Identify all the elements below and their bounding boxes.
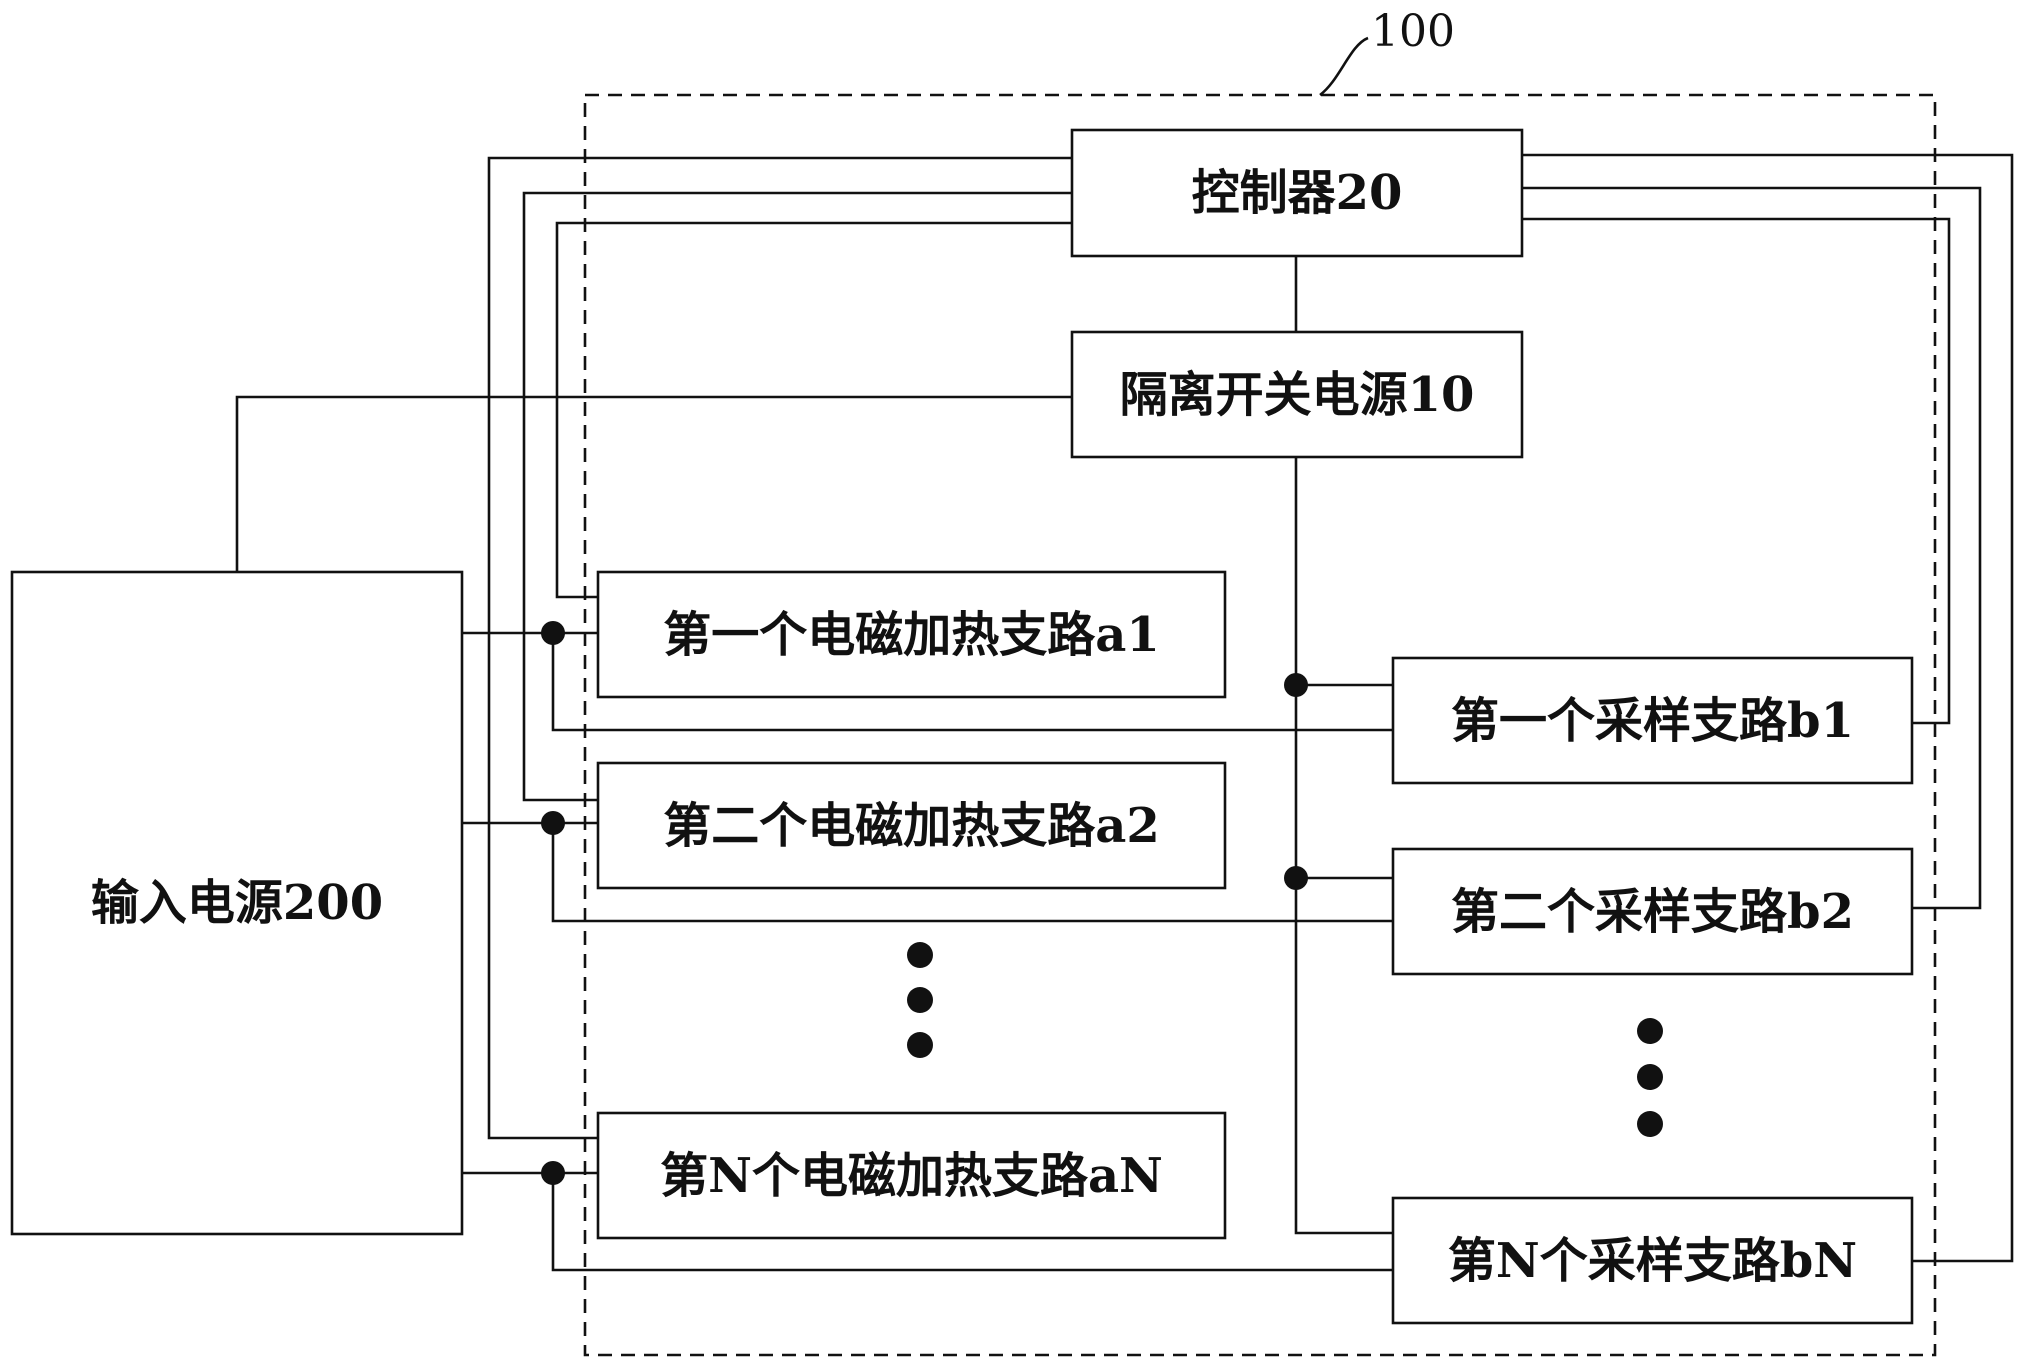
isolated-psu-box — [1070, 330, 1524, 459]
ellipsis-dot — [1637, 1018, 1663, 1044]
heating-branch-a1-label: 第一个电磁加热支路a1 — [663, 606, 1160, 663]
junction-dot — [541, 811, 565, 835]
sampling-branch-b2-box — [1391, 847, 1914, 976]
input-power-label: 输入电源200 — [90, 875, 384, 931]
wire-b1-to-controller — [1522, 217, 1951, 725]
heating-branch-a1-box — [596, 570, 1227, 699]
isolated-psu-label: 隔离开关电源10 — [1119, 366, 1475, 423]
wire-b2-to-controller — [1522, 186, 1982, 910]
wire-aN-to-bN — [551, 1173, 1393, 1272]
heating-branch-aN-box — [596, 1111, 1227, 1240]
junction-dot — [1284, 866, 1308, 890]
wire-psu-bus — [1294, 457, 1393, 1235]
wire-input-to-psu — [235, 395, 1072, 572]
ellipsis-dot — [907, 942, 933, 968]
junction-dot — [1284, 673, 1308, 697]
heating-branch-aN-label: 第N个电磁加热支路aN — [660, 1147, 1163, 1204]
ellipsis-dot — [1637, 1064, 1663, 1090]
wire-controller-to-a2 — [522, 191, 1072, 802]
input-power-box — [10, 570, 464, 1236]
sampling-branch-b1-label: 第一个采样支路b1 — [1451, 692, 1854, 749]
sampling-branch-bN-box — [1391, 1196, 1914, 1325]
wire-controller-to-a1 — [555, 221, 1072, 599]
wire-bN-to-controller — [1522, 153, 2014, 1263]
wire-a2-to-b2 — [551, 823, 1393, 923]
sampling-branch-b1-box — [1391, 656, 1914, 785]
module-100-boundary — [583, 93, 1937, 1357]
sampling-branch-b2-label: 第二个采样支路b2 — [1451, 883, 1854, 940]
module-100-leader — [1319, 36, 1369, 97]
junction-dot — [541, 1161, 565, 1185]
ellipsis-dot — [907, 1032, 933, 1058]
heating-branch-a2-label: 第二个电磁加热支路a2 — [663, 797, 1160, 854]
controller-box — [1070, 128, 1524, 258]
sampling-branch-bN-label: 第N个采样支路bN — [1447, 1232, 1858, 1289]
module-ref-label: 100 — [1371, 6, 1455, 57]
wire-controller-to-aN — [487, 156, 1072, 1140]
junction-dot — [541, 621, 565, 645]
wire-a1-to-b1 — [551, 633, 1393, 732]
ellipsis-dot — [907, 987, 933, 1013]
controller-label: 控制器20 — [1191, 165, 1403, 221]
heating-branch-a2-box — [596, 761, 1227, 890]
ellipsis-dot — [1637, 1111, 1663, 1137]
